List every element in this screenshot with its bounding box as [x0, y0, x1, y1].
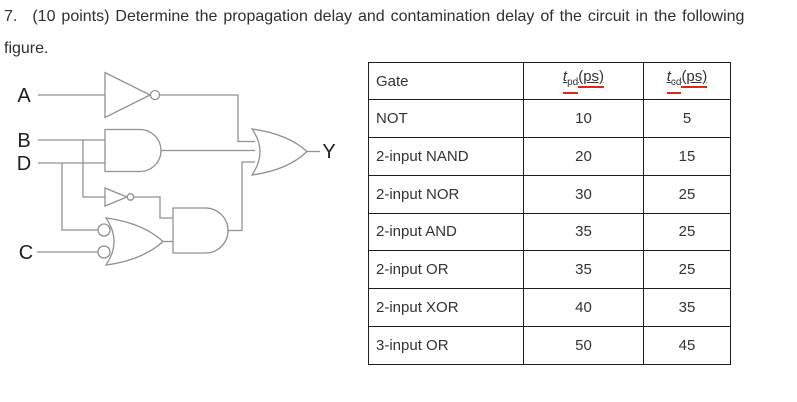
gate-name-cell: NOT: [368, 99, 524, 138]
tpd-value-cell: 40: [523, 288, 644, 328]
output-label-y: Y: [322, 141, 335, 163]
wire-d-branch-to-nor: [61, 163, 98, 231]
gate-name-cell: 2-input NAND: [368, 136, 524, 176]
and-gate-2: [172, 207, 229, 254]
question-text: (10 points) Determine the propagation de…: [32, 8, 745, 25]
not-gate-2: [104, 187, 129, 207]
gate-column-header: Gate: [368, 62, 524, 100]
tpd-value-cell: 35: [523, 250, 644, 290]
input-label-a: A: [17, 85, 31, 107]
tcd-value-cell: 5: [643, 99, 731, 138]
gate-name-cell: 2-input NOR: [368, 174, 524, 214]
and-gate-1: [104, 128, 162, 173]
or-gate-3input: [250, 128, 308, 176]
gate-name-cell: 2-input OR: [368, 250, 524, 290]
tcd-value-cell: 25: [643, 174, 731, 214]
tcd-value-cell: 35: [643, 288, 731, 328]
tcd-value-cell: 45: [643, 326, 731, 365]
input-label-c: C: [19, 242, 33, 264]
table-header-row: Gate tpd(ps) tcd(ps): [368, 62, 731, 100]
nor-input-bubble-top: [97, 223, 111, 237]
tpd-value-cell: 10: [523, 99, 644, 138]
tpd-symbol: tpd: [562, 68, 579, 94]
gate-name-cell: 2-input XOR: [368, 288, 524, 328]
circuit-wires: [37, 94, 320, 253]
input-label-d: D: [17, 153, 31, 175]
circuit-diagram: A B D C Y: [17, 71, 336, 266]
tpd-value-cell: 20: [523, 136, 644, 176]
wire-and2-to-or3: [228, 161, 255, 232]
wire-b-branch-to-not2: [82, 140, 105, 198]
tcd-value-cell: 25: [643, 250, 731, 290]
not-gate-2-bubble: [126, 193, 135, 201]
not-gate-1: [104, 71, 152, 119]
tcd-value-cell: 25: [643, 212, 731, 252]
question-number: 7.: [4, 8, 18, 25]
question-text-line1: 7. (10 points) Determine the propagation …: [4, 6, 792, 28]
tpd-value-cell: 35: [523, 212, 644, 252]
question-text-line2: figure.: [4, 40, 49, 57]
tpd-value-cell: 50: [523, 326, 644, 365]
tcd-column-header: tcd(ps): [643, 62, 731, 100]
tpd-unit: (ps): [578, 68, 605, 88]
wire-not1-to-or3: [159, 94, 255, 143]
tcd-unit: (ps): [681, 68, 708, 88]
tpd-column-header: tpd(ps): [523, 62, 644, 100]
tpd-value-cell: 30: [523, 174, 644, 214]
wire-not2-to-and2: [134, 196, 173, 219]
nor-gate: [104, 217, 164, 266]
input-label-b: B: [17, 130, 30, 152]
not-gate-1-bubble: [149, 89, 161, 101]
tcd-value-cell: 15: [643, 136, 731, 176]
gate-name-cell: 3-input OR: [368, 326, 524, 365]
nor-input-bubble-bottom: [97, 245, 111, 259]
gate-name-cell: 2-input AND: [368, 212, 524, 252]
tcd-symbol: tcd: [666, 68, 682, 94]
